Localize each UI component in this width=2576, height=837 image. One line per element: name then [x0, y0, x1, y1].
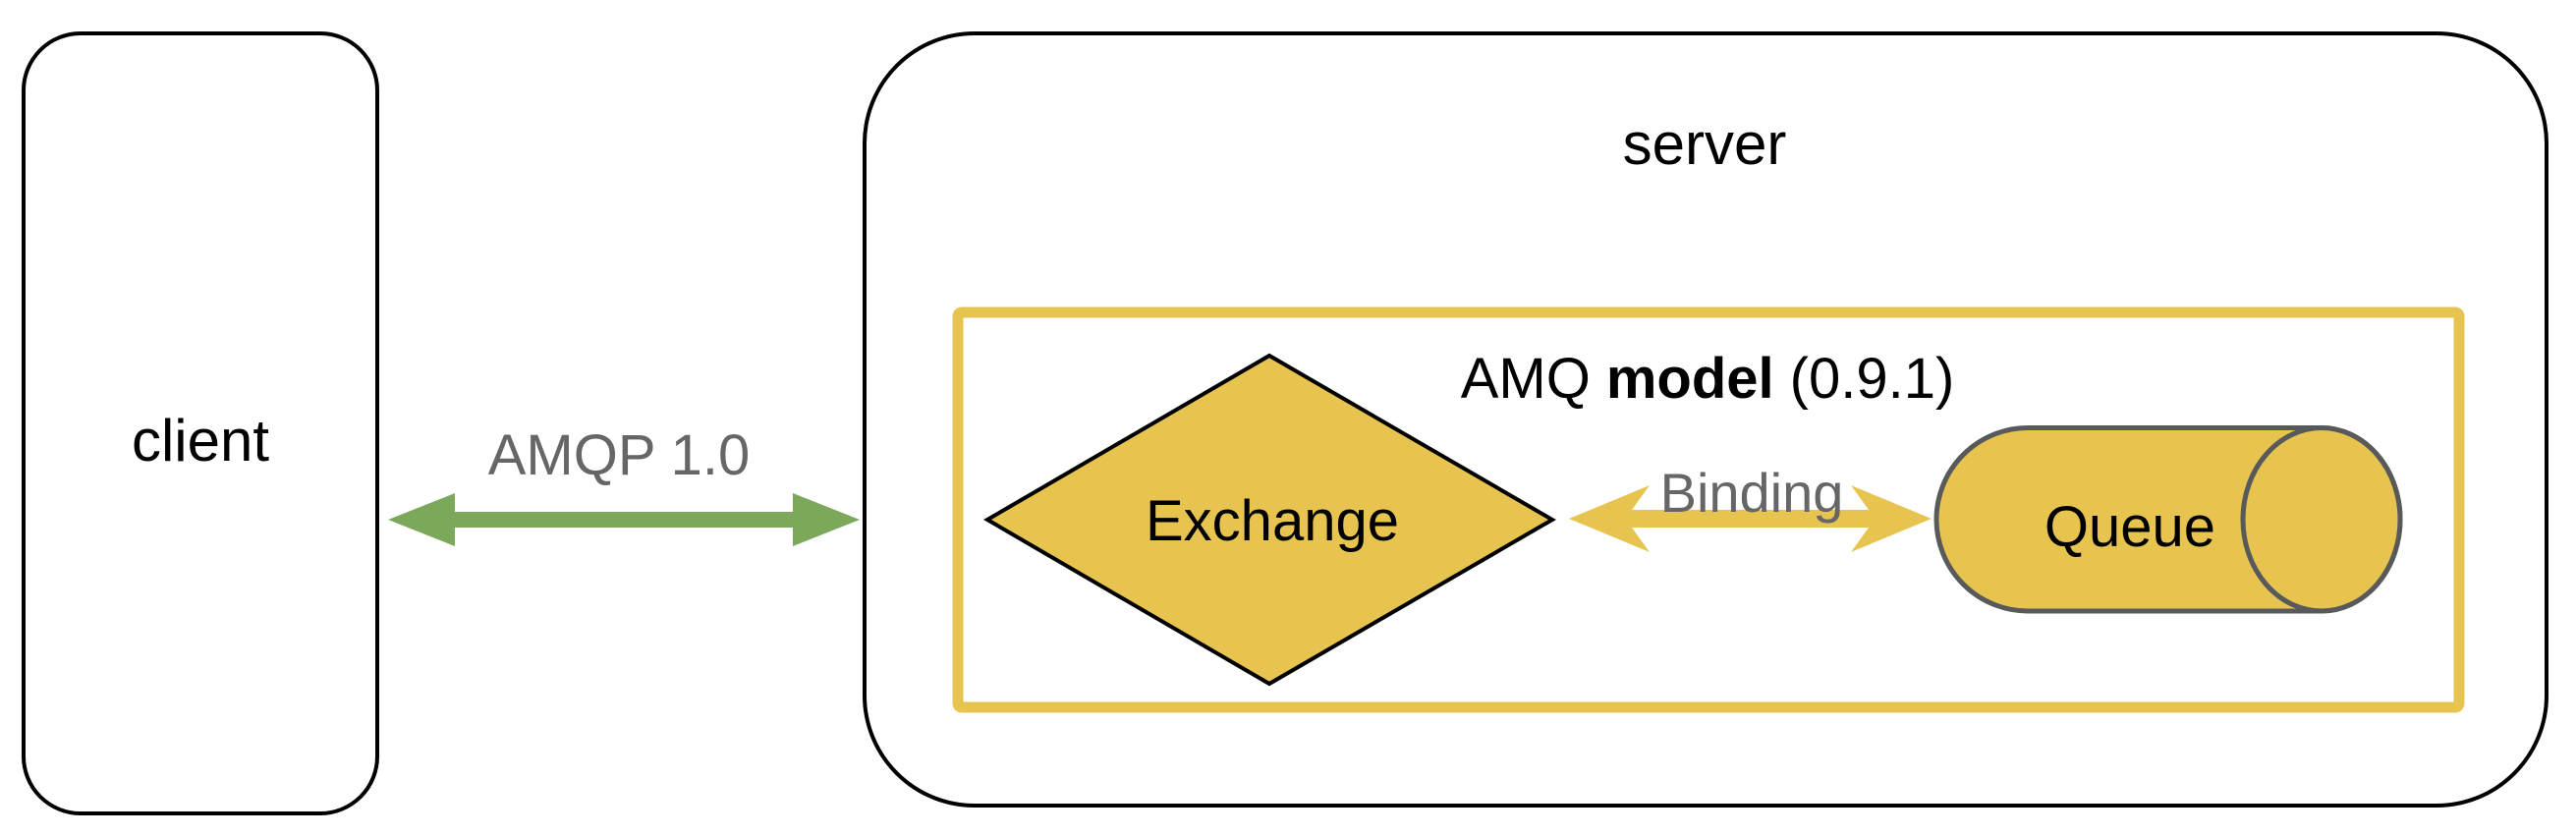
amq-model-label-version: (0.9.1)	[1790, 347, 1955, 411]
binding-double-arrow	[1569, 485, 1932, 552]
amq-model-frame	[952, 307, 2465, 713]
client-label: client	[132, 408, 269, 474]
queue-cylinder-end-face	[2240, 425, 2403, 614]
exchange-diamond	[983, 353, 1556, 687]
queue-label: Queue	[2044, 495, 2215, 559]
amqp-arrow-label: AMQP 1.0	[488, 423, 751, 487]
amqp-double-arrow	[388, 493, 860, 546]
amq-model-label-bold: model	[1606, 347, 1774, 411]
server-label: server	[1623, 111, 1787, 177]
client-box	[22, 31, 379, 815]
exchange-label: Exchange	[1146, 489, 1399, 553]
amq-model-label-prefix: AMQ	[1461, 347, 1591, 411]
binding-arrow-label: Binding	[1660, 462, 1844, 524]
